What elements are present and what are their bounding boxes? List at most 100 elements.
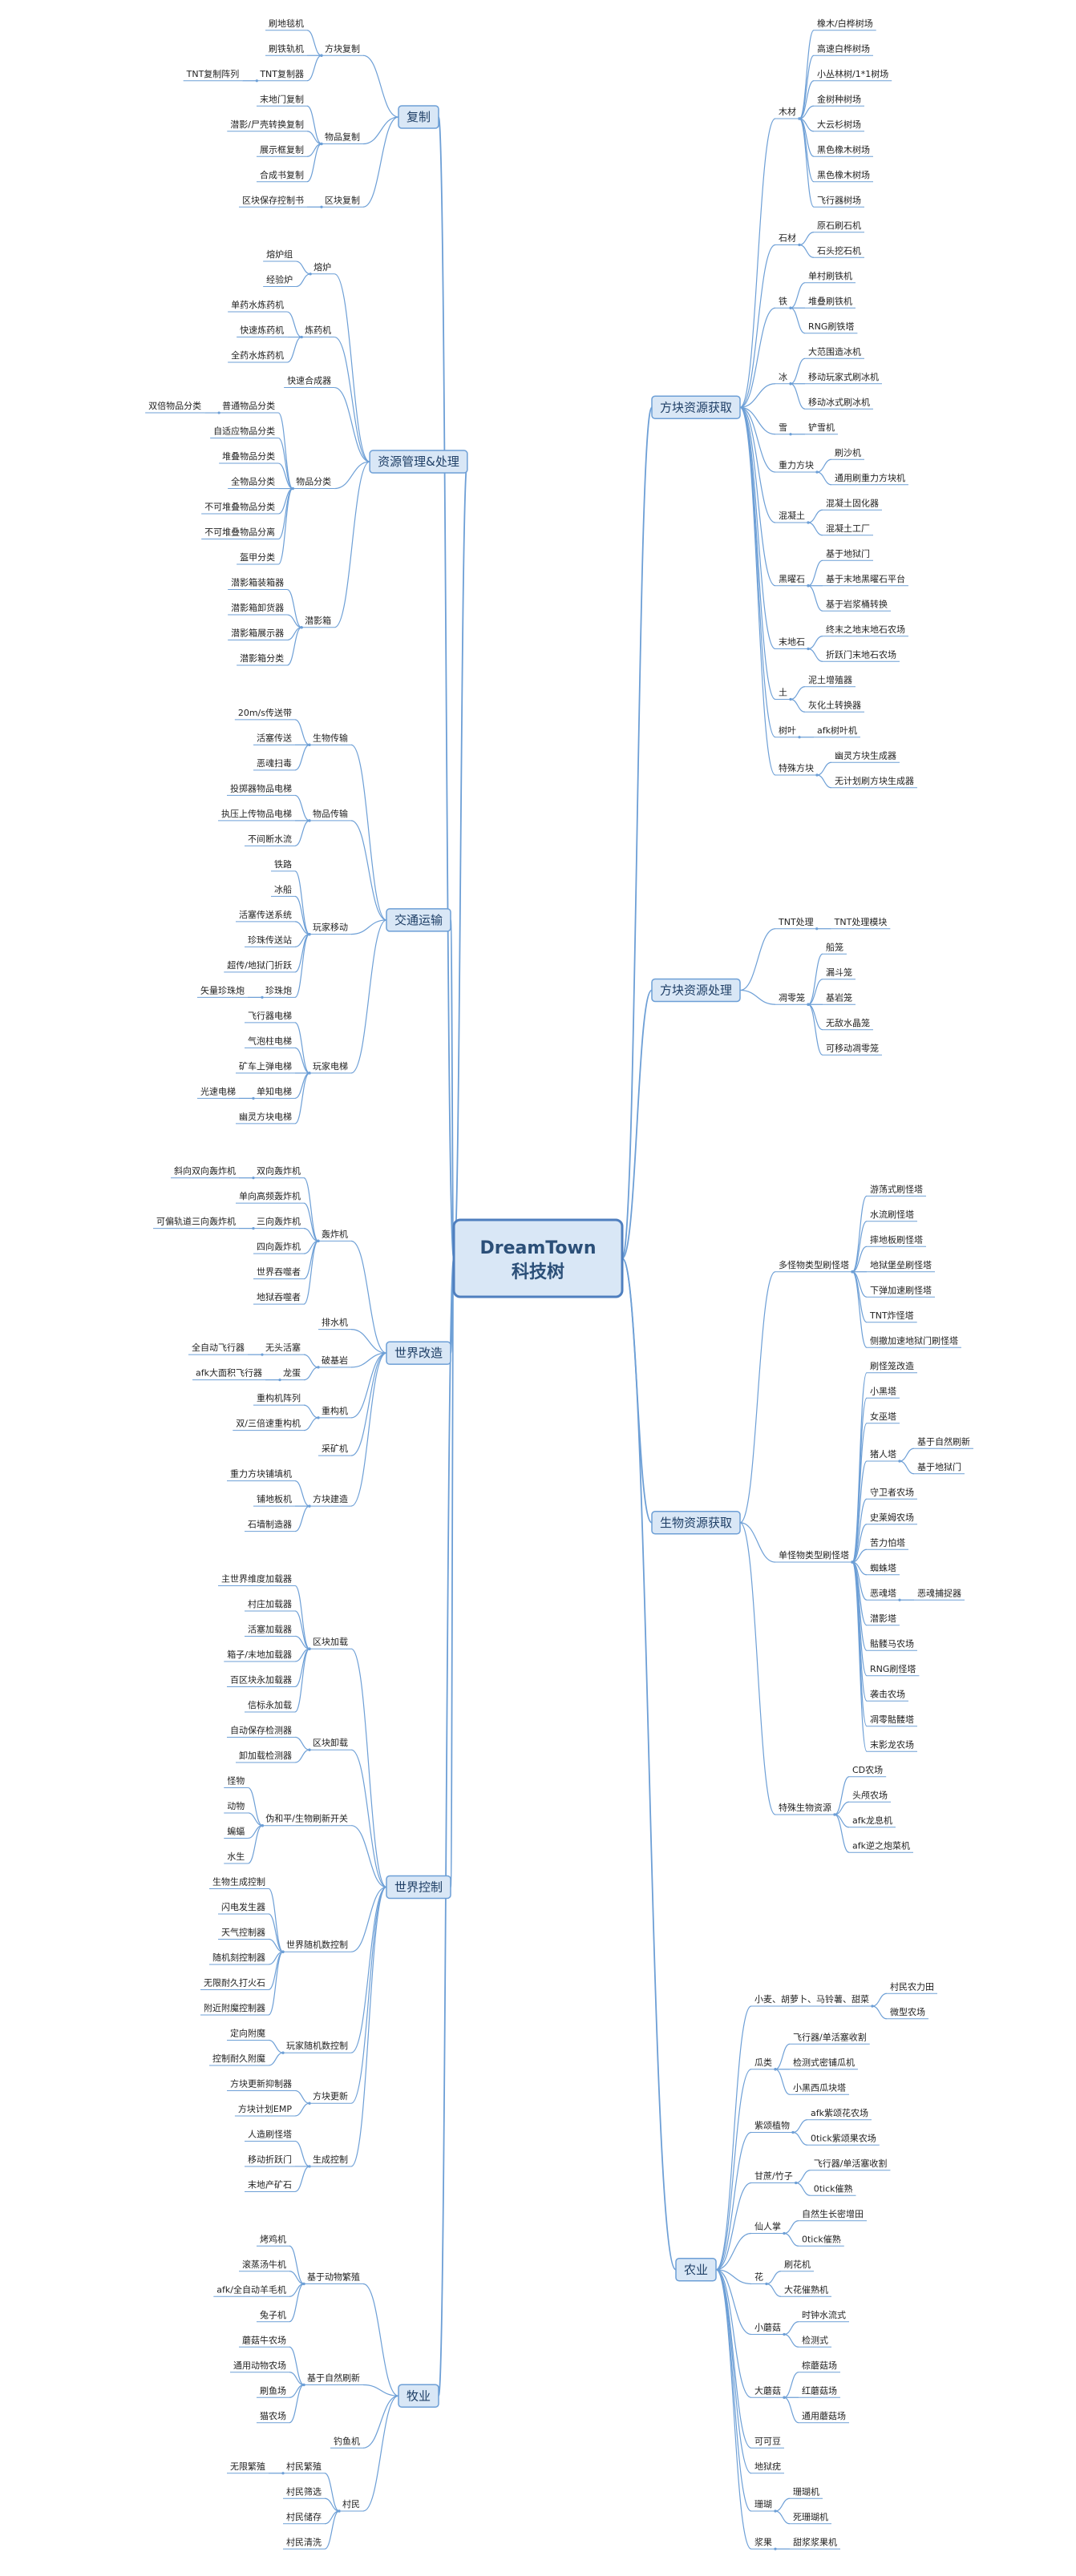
mindmap-node-level-3[interactable]: 飞行器树场 [817, 194, 861, 205]
mindmap-node-level-3[interactable]: 折跃门末地石农场 [826, 648, 896, 660]
mindmap-node-level-3[interactable]: 无敌水晶笼 [826, 1017, 870, 1028]
mindmap-node-level-3[interactable]: 人造刷怪塔 [248, 2128, 292, 2139]
mindmap-node-level-3[interactable]: 潜影/尸壳转换复制 [230, 119, 304, 130]
mindmap-node-level-3[interactable]: 石头挖石机 [817, 244, 861, 256]
mindmap-node-level-3[interactable]: 刷铁轨机 [269, 42, 304, 54]
mindmap-node-level-3[interactable]: 卸加载检测器 [239, 1750, 292, 1761]
mindmap-node-level-3[interactable]: 潜影箱卸货器 [231, 602, 284, 613]
branch-box[interactable] [369, 450, 468, 474]
mindmap-node-level-4[interactable]: 双倍物品分类 [148, 400, 201, 411]
mindmap-node-level-3[interactable]: 快速炼药机 [240, 325, 284, 336]
mindmap-node-level-3[interactable]: 执压上传物品电梯 [221, 808, 292, 819]
mindmap-node-level-3[interactable]: 侧撤加速地狱门刷怪塔 [870, 1334, 958, 1346]
mindmap-node-level-3[interactable]: 头颅农场 [852, 1789, 888, 1800]
mindmap-node-level-3[interactable]: 通用刷重力方块机 [835, 472, 905, 483]
mindmap-node-level-3[interactable]: 死珊瑚机 [793, 2511, 828, 2522]
mindmap-node-level-2[interactable]: 紫颂植物 [754, 2120, 790, 2131]
mindmap-node-level-3[interactable]: 苦力怕塔 [870, 1537, 905, 1548]
mindmap-node-level-2[interactable]: 木材 [779, 106, 796, 117]
mindmap-node-level-3[interactable]: 通用蘑菇场 [802, 2410, 846, 2421]
mindmap-node-level-3[interactable]: 通用动物农场 [233, 2360, 286, 2371]
mindmap-node-level-2[interactable]: 物品复制 [325, 131, 360, 143]
mindmap-node-level-3[interactable]: 百区块永加载器 [230, 1674, 292, 1685]
mindmap-node-level-3[interactable]: 投掷器物品电梯 [230, 782, 292, 793]
mindmap-node-level-3[interactable]: 铁路 [274, 859, 292, 870]
mindmap-node-level-2[interactable]: 基于动物繁殖 [307, 2271, 360, 2283]
mindmap-node-level-2[interactable]: 轰炸机 [322, 1228, 348, 1239]
mindmap-node-level-2[interactable]: 生物传输 [313, 732, 348, 743]
mindmap-node-level-3[interactable]: 刷怪笼改造 [870, 1360, 914, 1371]
mindmap-node-level-2[interactable]: 石材 [779, 232, 796, 244]
mindmap-node-level-4[interactable]: 矢量珍珠炮 [200, 984, 245, 995]
mindmap-node-level-3[interactable]: 蝙蝠 [227, 1825, 245, 1836]
mindmap-node-level-3[interactable]: 活塞传送系统 [239, 909, 292, 920]
mindmap-node-level-3[interactable]: 世界吞噬者 [257, 1266, 301, 1278]
mindmap-node-level-3[interactable]: 漏斗笼 [826, 967, 852, 978]
mindmap-node-level-3[interactable]: 末影龙农场 [870, 1738, 914, 1750]
mindmap-node-level-3[interactable]: 单知电梯 [257, 1085, 292, 1096]
mindmap-node-level-3[interactable]: 村民繁殖 [286, 2461, 322, 2472]
branch-box[interactable] [651, 395, 741, 419]
mindmap-node-level-3[interactable]: 检测式 [802, 2334, 828, 2345]
mindmap-node-level-2[interactable]: 熔炉 [313, 261, 331, 273]
mindmap-node-level-2[interactable]: 玩家随机数控制 [286, 2040, 348, 2051]
branch-box[interactable] [651, 978, 741, 1003]
branch-box[interactable] [386, 1341, 451, 1365]
mindmap-node-level-2[interactable]: 村民 [342, 2498, 360, 2509]
mindmap-node-level-3[interactable]: 小黑塔 [870, 1386, 896, 1396]
mindmap-node-level-3[interactable]: 天气控制器 [221, 1926, 265, 1937]
mindmap-node-level-3[interactable]: 超传/地狱门折跃 [227, 959, 292, 971]
mindmap-node-level-2[interactable]: 单怪物类型刷怪塔 [779, 1549, 849, 1561]
mindmap-node-level-2[interactable]: 黑曜石 [779, 574, 805, 584]
mindmap-node-level-2[interactable]: 小蘑菇 [754, 2322, 781, 2333]
mindmap-node-level-2[interactable]: 方块建造 [313, 1493, 348, 1504]
mindmap-node-level-3[interactable]: 盔甲分类 [240, 551, 275, 563]
mindmap-node-level-2[interactable]: 甘蔗/竹子 [754, 2170, 793, 2182]
mindmap-node-level-2[interactable]: 基于自然刷新 [307, 2372, 360, 2384]
mindmap-node-level-2[interactable]: 玩家电梯 [313, 1060, 348, 1072]
mindmap-node-level-3[interactable]: 潜影箱分类 [240, 652, 284, 664]
mindmap-node-level-3[interactable]: 不间断水流 [248, 833, 292, 844]
mindmap-node-level-3[interactable]: 村民清洗 [286, 2536, 322, 2547]
branch-box[interactable] [398, 105, 439, 129]
mindmap-node-level-3[interactable]: 基于地狱门 [826, 547, 870, 559]
mindmap-node-level-3[interactable]: 20m/s传送带 [238, 707, 292, 718]
branch-box[interactable] [651, 1511, 741, 1535]
mindmap-node-level-3[interactable]: 刷鱼场 [260, 2384, 286, 2396]
mindmap-node-level-2[interactable]: 物品分类 [296, 476, 331, 487]
mindmap-node-level-3[interactable]: 基岩笼 [826, 991, 852, 1003]
mindmap-node-level-3[interactable]: 黑色橡木树场 [817, 169, 870, 180]
mindmap-node-level-3[interactable]: 区块保存控制书 [242, 194, 304, 205]
mindmap-node-level-3[interactable]: 混凝土工厂 [826, 523, 870, 534]
mindmap-node-level-3[interactable]: 恶魂扫毒 [257, 758, 292, 769]
mindmap-node-level-3[interactable]: 袭击农场 [870, 1688, 905, 1699]
mindmap-node-level-3[interactable]: 烤鸡机 [260, 2233, 286, 2244]
mindmap-node-level-3[interactable]: 全物品分类 [231, 476, 275, 487]
mindmap-node-level-3[interactable]: 0tick紫颂果农场 [811, 2132, 876, 2143]
mindmap-node-level-2[interactable]: 仙人掌 [754, 2221, 781, 2232]
mindmap-node-level-3[interactable]: 自然生长密增田 [802, 2208, 864, 2219]
mindmap-node-level-2[interactable]: 方块复制 [325, 42, 360, 54]
mindmap-node-level-4[interactable]: 基于地狱门 [917, 1461, 961, 1472]
mindmap-node-level-3[interactable]: 蘑菇牛农场 [242, 2334, 286, 2345]
mindmap-node-level-3[interactable]: 基于末地黑曜石平台 [826, 573, 905, 584]
mindmap-node-level-3[interactable]: 铺地板机 [257, 1493, 292, 1504]
mindmap-node-level-2[interactable]: 钓鱼机 [334, 2435, 360, 2446]
mindmap-node-level-2[interactable]: 物品传输 [313, 808, 348, 819]
mindmap-node-level-3[interactable]: 大范围造冰机 [808, 345, 861, 357]
mindmap-node-level-3[interactable]: 矿车上弹电梯 [239, 1060, 292, 1072]
mindmap-node-level-3[interactable]: 凋零骷髅塔 [870, 1714, 914, 1725]
mindmap-node-level-3[interactable]: 史莱姆农场 [870, 1512, 914, 1523]
mindmap-node-level-2[interactable]: 特殊生物资源 [779, 1802, 831, 1813]
mindmap-node-level-3[interactable]: 四向轰炸机 [257, 1241, 301, 1252]
mindmap-node-level-2[interactable]: 重构机 [322, 1405, 348, 1416]
mindmap-node-level-2[interactable]: 排水机 [322, 1317, 348, 1328]
mindmap-node-level-4[interactable]: 无限繁殖 [230, 2461, 265, 2472]
mindmap-node-level-3[interactable]: 单向高频轰炸机 [239, 1190, 301, 1201]
mindmap-node-level-3[interactable]: 灰化土转换器 [808, 699, 861, 710]
mindmap-node-level-3[interactable]: 龙蛋 [283, 1368, 301, 1379]
mindmap-node-level-2[interactable]: 多怪物类型刷怪塔 [779, 1259, 849, 1270]
mindmap-node-level-3[interactable]: 随机刻控制器 [212, 1952, 265, 1963]
mindmap-node-level-3[interactable]: 大花催熟机 [784, 2283, 828, 2295]
mindmap-node-level-3[interactable]: 无头活塞 [265, 1342, 301, 1353]
